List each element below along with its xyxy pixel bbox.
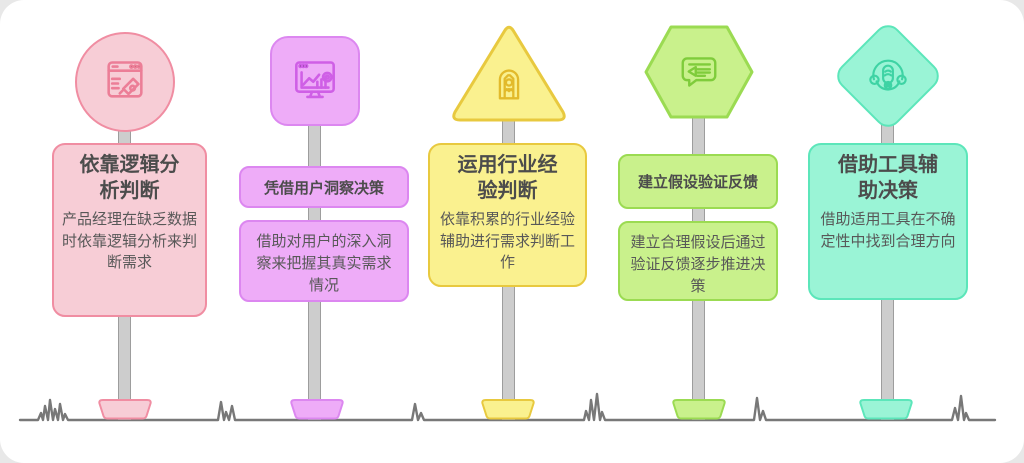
mask-tool-icon — [869, 59, 907, 91]
ground-line — [18, 392, 997, 422]
sign-body: 借助适用工具在不确 定性中找到合理方向 — [820, 210, 956, 250]
browser-speed-icon — [107, 61, 143, 98]
chat-feedback-icon — [681, 57, 717, 87]
sign-body: 建立合理假设后通过 验证反馈逐步推进决 策 — [630, 234, 766, 295]
sign-title: 凭借用户洞察决策 — [263, 179, 384, 197]
sign-body: 依靠积累的行业经验 辅助进行需求判断工 作 — [439, 210, 575, 272]
circle-sign — [75, 32, 175, 132]
user-badge-icon — [498, 69, 520, 100]
sign-title: 借助工具辅 助决策 — [838, 154, 938, 203]
sign-body-box: 借助对用户的深入洞 察来把握其真实需求 情况 — [239, 220, 409, 302]
monitor-analytics-icon — [295, 61, 335, 99]
sign-title: 依靠逻辑分 析判断 — [79, 154, 180, 203]
pole-base — [98, 399, 152, 420]
sign-body-box: 建立合理假设后通过 验证反馈逐步推进决 策 — [618, 221, 778, 301]
sign-body: 借助对用户的深入洞 察来把握其真实需求 情况 — [256, 233, 392, 294]
sign-card: 依靠逻辑分 析判断 产品经理在缺乏数据 时依靠逻辑分析来判 断需求 — [52, 143, 207, 317]
triangle-sign — [452, 25, 566, 122]
pole-base — [672, 399, 726, 420]
sign-title-box: 建立假设验证反馈 — [618, 154, 778, 209]
sign-card: 借助工具辅 助决策 借助适用工具在不确 定性中找到合理方向 — [808, 143, 968, 300]
sign-title: 建立假设验证反馈 — [637, 174, 758, 191]
pole-base — [290, 399, 344, 420]
sign-title: 运用行业经 验判断 — [457, 154, 558, 203]
sign-card: 运用行业经 验判断 依靠积累的行业经验 辅助进行需求判断工 作 — [428, 143, 587, 287]
sign-body: 产品经理在缺乏数据 时依靠逻辑分析来判 断需求 — [61, 210, 197, 272]
pole-base — [481, 399, 535, 420]
sign-title-box: 凭借用户洞察决策 — [239, 166, 409, 208]
pole-base — [859, 399, 913, 420]
